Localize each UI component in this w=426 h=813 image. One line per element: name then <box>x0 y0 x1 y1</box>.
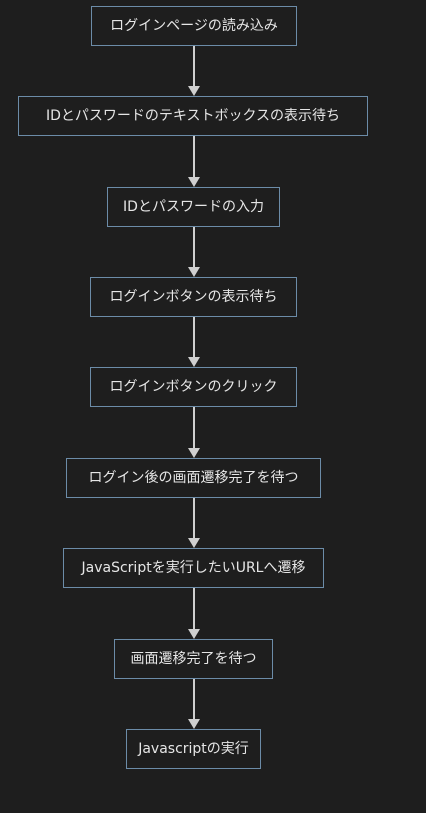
edge-4 <box>188 317 200 367</box>
node-wait-after-login-transition: ログイン後の画面遷移完了を待つ <box>66 458 321 498</box>
node-wait-screen-transition: 画面遷移完了を待つ <box>114 639 273 679</box>
node-load-login-page: ログインページの読み込み <box>91 6 297 46</box>
edge-3 <box>188 227 200 277</box>
edge-5 <box>188 407 200 458</box>
edge-2 <box>188 136 200 187</box>
edge-8 <box>188 679 200 729</box>
node-click-login-button: ログインボタンのクリック <box>90 367 297 407</box>
edge-1 <box>188 46 200 96</box>
node-execute-javascript: Javascriptの実行 <box>126 729 261 769</box>
node-enter-id-password: IDとパスワードの入力 <box>107 187 280 227</box>
node-wait-id-password-textbox: IDとパスワードのテキストボックスの表示待ち <box>18 96 368 136</box>
edge-6 <box>188 498 200 548</box>
node-wait-login-button: ログインボタンの表示待ち <box>90 277 297 317</box>
node-navigate-to-target-url: JavaScriptを実行したいURLへ遷移 <box>63 548 324 588</box>
edge-7 <box>188 588 200 639</box>
